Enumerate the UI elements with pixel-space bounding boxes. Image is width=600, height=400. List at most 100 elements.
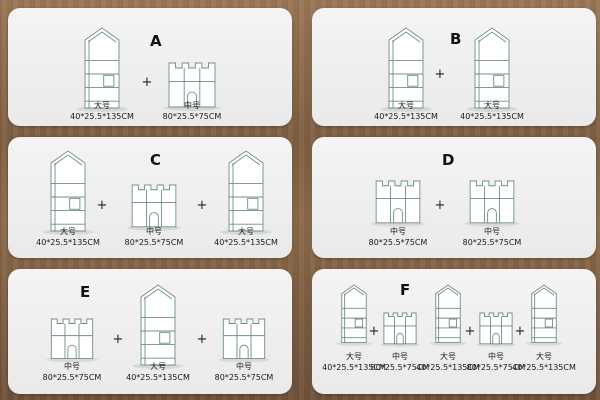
large-cabinet[interactable]: [380, 27, 432, 112]
option-panel-a[interactable]: A + 大号 40*25.5*135CM 中号 80*25.5*75CM: [8, 8, 292, 126]
arch-door: [393, 208, 403, 224]
option-illustration: F+++大号40*25.5*135CM中号80*25.5*75CM大号40*25…: [322, 281, 576, 372]
size-dimensions: 40*25.5*135CM: [214, 238, 278, 247]
size-label: 中号: [392, 351, 408, 361]
size-dimensions: 80*25.5*75CM: [43, 373, 102, 382]
size-label: 中号: [390, 226, 406, 236]
medium-cabinet[interactable]: [163, 62, 221, 111]
size-label: 大号: [398, 100, 414, 110]
option-illustration: B + 大号 40*25.5*135CM 大号 40*25.5*135CM: [374, 27, 524, 121]
drawer: [448, 318, 458, 328]
plus-sign: +: [197, 198, 208, 213]
size-label: 大号: [484, 100, 500, 110]
large-cabinet[interactable]: [132, 284, 184, 369]
drawer: [407, 74, 419, 87]
arch-door: [67, 344, 77, 360]
size-label: 大号: [94, 100, 110, 110]
drawer: [69, 197, 81, 210]
drawer: [493, 74, 505, 87]
size-label: 大号: [150, 361, 166, 371]
option-illustration: C++大号40*25.5*135CM中号80*25.5*75CM大号40*25.…: [36, 150, 278, 247]
large-cabinet[interactable]: [76, 27, 128, 112]
arch-door: [239, 344, 249, 360]
plus-sign: +: [369, 324, 380, 339]
plus-sign: +: [435, 67, 446, 82]
roof-line: [391, 31, 421, 43]
medium-cabinet[interactable]: [370, 180, 426, 227]
roof-line: [533, 287, 555, 296]
size-dimensions: 40*25.5*135CM: [416, 363, 480, 372]
large-cabinet[interactable]: [429, 284, 467, 346]
medium-cabinet[interactable]: [464, 180, 520, 227]
size-dimensions: 80*25.5*75CM: [467, 363, 526, 372]
size-dimensions: 40*25.5*135CM: [460, 112, 524, 121]
plus-sign: +: [97, 198, 108, 213]
size-label: 中号: [488, 351, 504, 361]
cabinet-body: [131, 184, 177, 228]
drawer: [354, 318, 364, 328]
medium-cabinet[interactable]: [126, 184, 182, 231]
large-cabinet[interactable]: [42, 150, 94, 235]
cabinet-body: [375, 180, 421, 224]
option-illustration: A + 大号 40*25.5*135CM 中号 80*25.5*75CM: [70, 27, 222, 121]
medium-cabinet[interactable]: [218, 318, 270, 363]
size-label: 中号: [184, 100, 200, 110]
plus-sign: +: [465, 324, 476, 339]
size-dimensions: 80*25.5*75CM: [163, 112, 222, 121]
arch-door: [396, 332, 404, 345]
roof-line: [53, 154, 83, 166]
arch-door: [149, 212, 159, 228]
size-dimensions: 40*25.5*135CM: [512, 363, 576, 372]
large-cabinet[interactable]: [466, 27, 518, 112]
arch-door: [492, 332, 500, 345]
option-illustration: D + 中号 80*25.5*75CM 中号 80*25.5*75CM: [369, 151, 522, 247]
option-panel-d[interactable]: D + 中号 80*25.5*75CM 中号 80*25.5*75CM: [312, 137, 596, 258]
size-dimensions: 80*25.5*75CM: [369, 238, 428, 247]
size-label: 中号: [64, 361, 80, 371]
large-cabinet[interactable]: [335, 284, 373, 346]
plus-sign: +: [142, 75, 153, 90]
drawer: [103, 74, 115, 87]
roof-line: [343, 287, 365, 296]
size-label: 大号: [536, 351, 552, 361]
roof-line: [437, 287, 459, 296]
medium-cabinet[interactable]: [476, 312, 516, 347]
size-dimensions: 80*25.5*75CM: [215, 373, 274, 382]
option-letter: E: [80, 283, 90, 301]
option-letter: F: [400, 281, 410, 299]
plus-sign: +: [435, 198, 446, 213]
medium-cabinet[interactable]: [46, 318, 98, 363]
size-dimensions: 40*25.5*135CM: [322, 363, 386, 372]
medium-cabinet[interactable]: [380, 312, 420, 347]
option-letter: B: [450, 30, 461, 48]
option-letter: D: [442, 151, 454, 169]
size-label: 大号: [60, 226, 76, 236]
roof-line: [477, 31, 507, 43]
arch-door: [186, 91, 198, 108]
size-dimensions: 40*25.5*135CM: [70, 112, 134, 121]
drawer: [159, 331, 171, 344]
size-dimensions: 40*25.5*135CM: [374, 112, 438, 121]
large-cabinet[interactable]: [525, 284, 563, 346]
option-letter: A: [150, 32, 162, 50]
size-label: 大号: [346, 351, 362, 361]
roof-line: [87, 31, 117, 43]
large-cabinet[interactable]: [220, 150, 272, 235]
arch-door: [487, 208, 497, 224]
size-label: 大号: [238, 226, 254, 236]
cabinet-body: [168, 62, 216, 108]
option-panel-b[interactable]: B + 大号 40*25.5*135CM 大号 40*25.5*135CM: [312, 8, 596, 126]
drawer: [247, 197, 259, 210]
size-dimensions: 80*25.5*75CM: [371, 363, 430, 372]
plus-sign: +: [113, 332, 124, 347]
size-dimensions: 40*25.5*135CM: [36, 238, 100, 247]
size-dimensions: 80*25.5*75CM: [463, 238, 522, 247]
size-label: 大号: [440, 351, 456, 361]
plus-sign: +: [197, 332, 208, 347]
roof-line: [231, 154, 261, 166]
size-label: 中号: [484, 226, 500, 236]
option-illustration: E++中号80*25.5*75CM大号40*25.5*135CM中号80*25.…: [43, 283, 274, 382]
